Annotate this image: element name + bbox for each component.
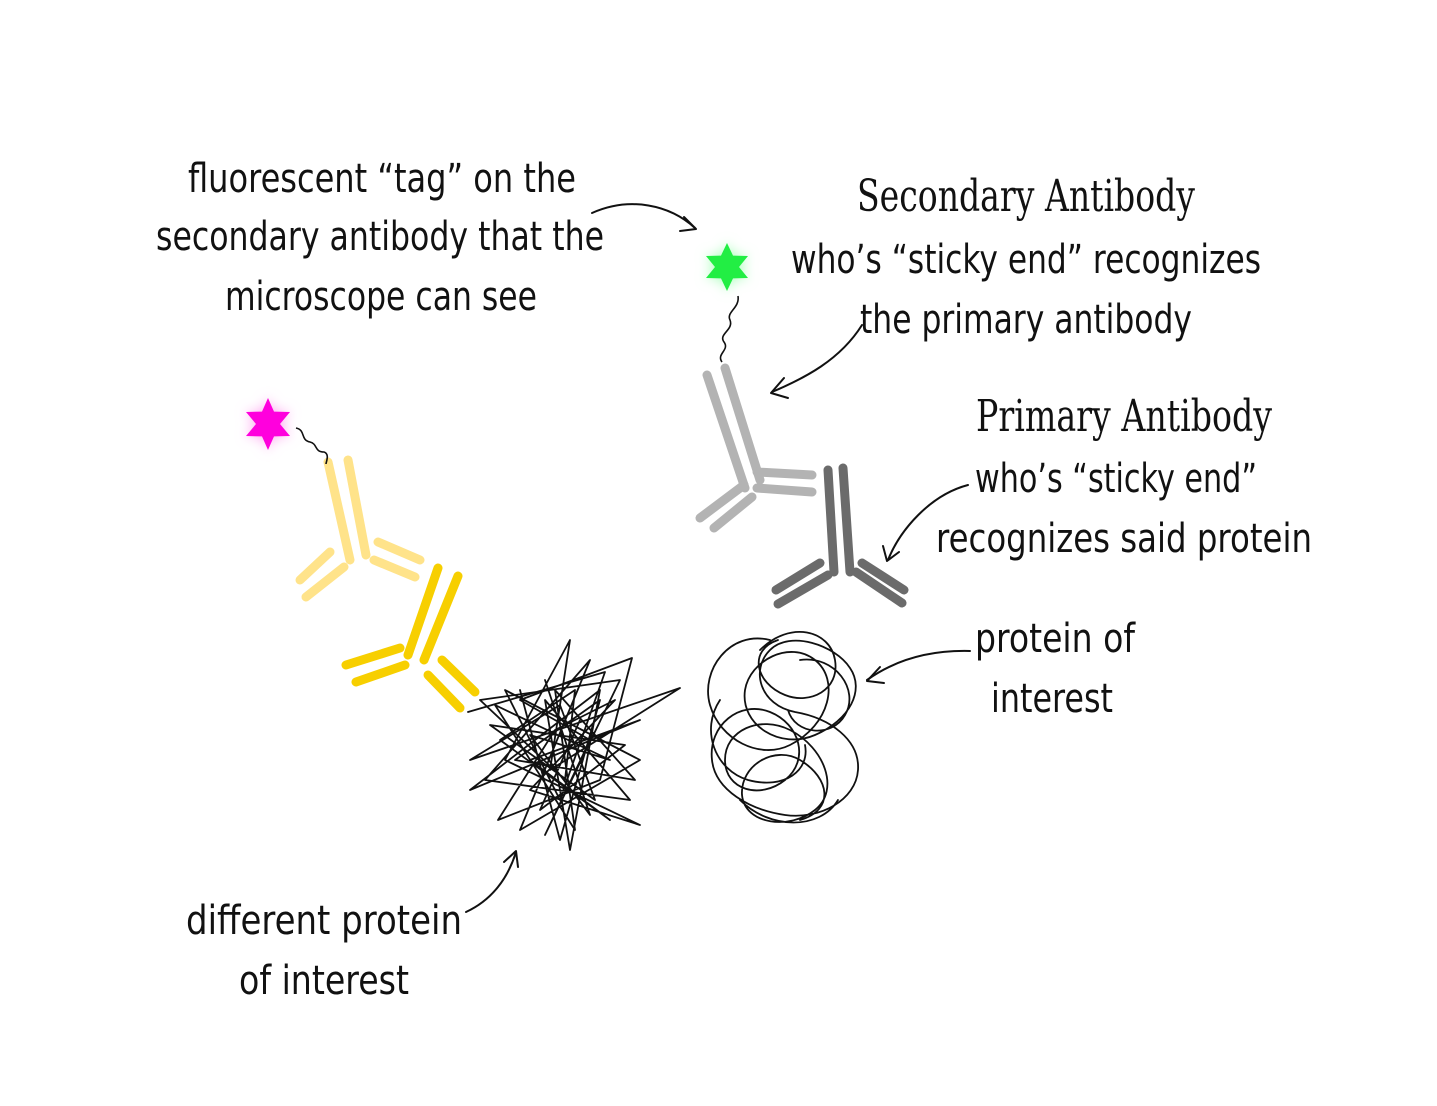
secondary-antibody-yellow bbox=[295, 455, 425, 602]
secondary-antibody-title: Secondary Antibody bbox=[857, 171, 1195, 222]
protein-of-interest-label-line2: interest bbox=[991, 676, 1113, 722]
fluorescent-tag-label-line1: fluorescent “tag” on the bbox=[188, 156, 576, 202]
magenta-tag-tether bbox=[295, 427, 329, 465]
primary-arrow bbox=[882, 484, 969, 562]
protein-arrow bbox=[866, 649, 971, 684]
green-tag-tether bbox=[719, 295, 739, 363]
primary-antibody-gray bbox=[771, 463, 909, 609]
fluorescent-tag-label-line2: secondary antibody that the bbox=[156, 214, 604, 260]
different-protein-label-line2: of interest bbox=[239, 958, 409, 1004]
different-protein-label-line1: different protein bbox=[186, 898, 462, 944]
fluorescent-tag-label: fluorescent “tag” on the secondary antib… bbox=[156, 156, 604, 320]
secondary-antibody-label: Secondary Antibody who’s “sticky end” re… bbox=[791, 171, 1261, 343]
magenta-star-icon bbox=[246, 398, 290, 450]
secondary-antibody-gray bbox=[695, 363, 817, 533]
protein-of-interest-label: protein of interest bbox=[975, 616, 1136, 722]
primary-antibody-label: Primary Antibody who’s “sticky end” reco… bbox=[936, 391, 1312, 562]
green-star-icon bbox=[706, 243, 748, 291]
protein-of-interest-scribble bbox=[707, 631, 859, 824]
primary-antibody-label-line1: who’s “sticky end” bbox=[975, 456, 1257, 502]
protein-of-interest-label-line1: protein of bbox=[975, 616, 1136, 662]
primary-antibody-yellow bbox=[341, 563, 480, 713]
secondary-arrow bbox=[770, 324, 863, 399]
tag-arrow bbox=[591, 203, 697, 232]
secondary-antibody-label-line2: the primary antibody bbox=[860, 297, 1192, 343]
primary-antibody-title: Primary Antibody bbox=[976, 391, 1272, 442]
fluorescent-tag-label-line3: microscope can see bbox=[225, 274, 537, 320]
different-protein-arrow bbox=[465, 850, 519, 913]
secondary-antibody-label-line1: who’s “sticky end” recognizes bbox=[791, 237, 1261, 283]
different-protein-label: different protein of interest bbox=[186, 898, 462, 1004]
primary-antibody-label-line2: recognizes said protein bbox=[936, 516, 1312, 562]
different-protein-scribble bbox=[467, 639, 681, 851]
